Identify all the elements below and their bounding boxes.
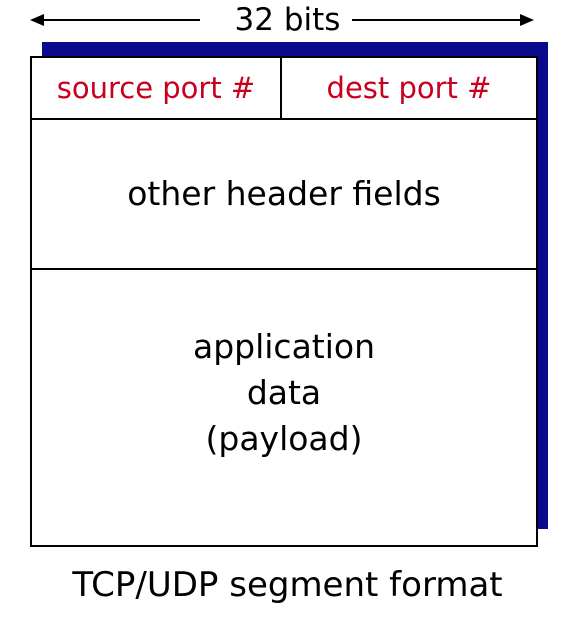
bit-width-indicator: 32 bits [0,0,575,42]
segment-box: source port # dest port # other header f… [30,56,538,547]
ports-row: source port # dest port # [32,58,536,120]
dest-port-field: dest port # [326,71,492,105]
payload-label: application data (payload) [193,324,375,462]
bit-width-label: 32 bits [222,2,353,38]
other-header-fields-label: other header fields [127,174,441,213]
payload-row: application data (payload) [32,270,536,545]
diagram-caption: TCP/UDP segment format [72,565,503,605]
bit-width-arrows [30,14,534,26]
payload-line-payload: (payload) [205,418,363,458]
payload-line-data: data [246,372,322,412]
payload-line-application: application [192,326,376,366]
right-arrowhead [520,14,534,26]
other-header-fields-row: other header fields [32,120,536,270]
source-port-field: source port # [32,58,282,118]
left-arrowhead [30,14,44,26]
